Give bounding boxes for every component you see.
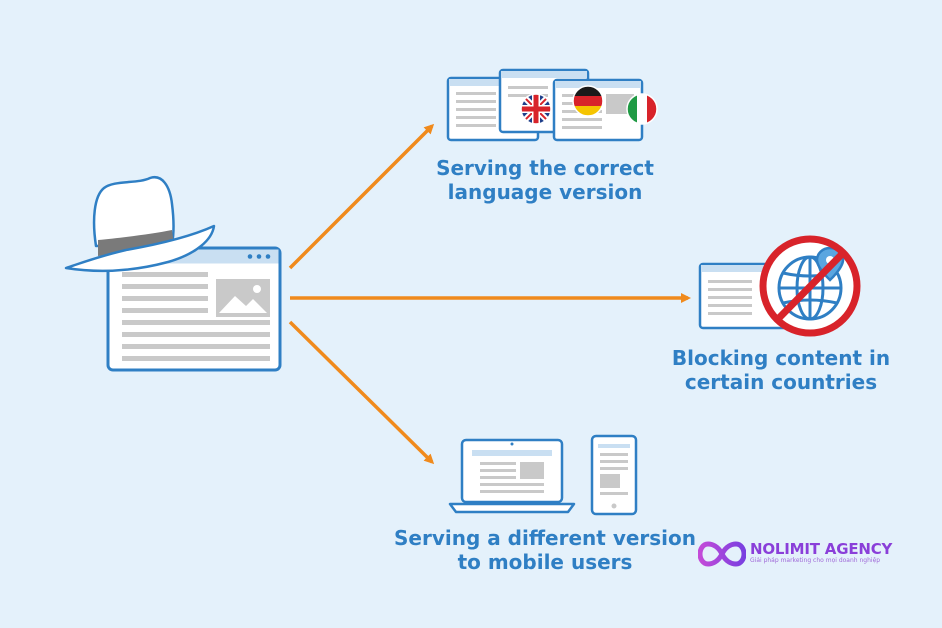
caption-mobile-line2: to mobile users (457, 550, 633, 574)
caption-language-version: Serving the correct language version (420, 156, 670, 204)
white-hat-icon (64, 175, 216, 273)
caption-language-line1: Serving the correct (436, 156, 654, 180)
caption-mobile-line1: Serving a different version (393, 526, 697, 550)
logo-tagline: Giải pháp marketing cho mọi doanh nghiệp (750, 557, 881, 564)
text-lines (122, 272, 270, 361)
infinity-logo-icon (698, 541, 746, 567)
caption-mobile-version: Serving a different version to mobile us… (380, 526, 710, 574)
arrow-to-mobile (288, 320, 435, 465)
nolimit-agency-logo: NOLIMIT AGENCY Giải pháp marketing cho m… (698, 538, 898, 570)
germany-flag-icon (572, 85, 604, 117)
phone-icon (590, 434, 638, 516)
logo-name: NOLIMIT AGENCY (750, 540, 893, 558)
blocked-globe-icon (759, 235, 861, 337)
prohibited-sign-icon (759, 235, 861, 337)
caption-blocking-line1: Blocking content in (671, 346, 891, 370)
language-windows (446, 68, 658, 142)
image-placeholder-icon (216, 279, 270, 317)
caption-blocking-content: Blocking content in certain countries (656, 346, 906, 394)
italy-flag-icon (626, 93, 658, 125)
arrow-to-language (288, 123, 435, 270)
uk-flag-icon (520, 93, 552, 125)
laptop-icon (448, 438, 576, 514)
caption-language-line2: language version (447, 180, 643, 204)
main-browser-window (106, 246, 282, 372)
caption-blocking-line2: certain countries (684, 370, 878, 394)
arrows (288, 123, 691, 465)
